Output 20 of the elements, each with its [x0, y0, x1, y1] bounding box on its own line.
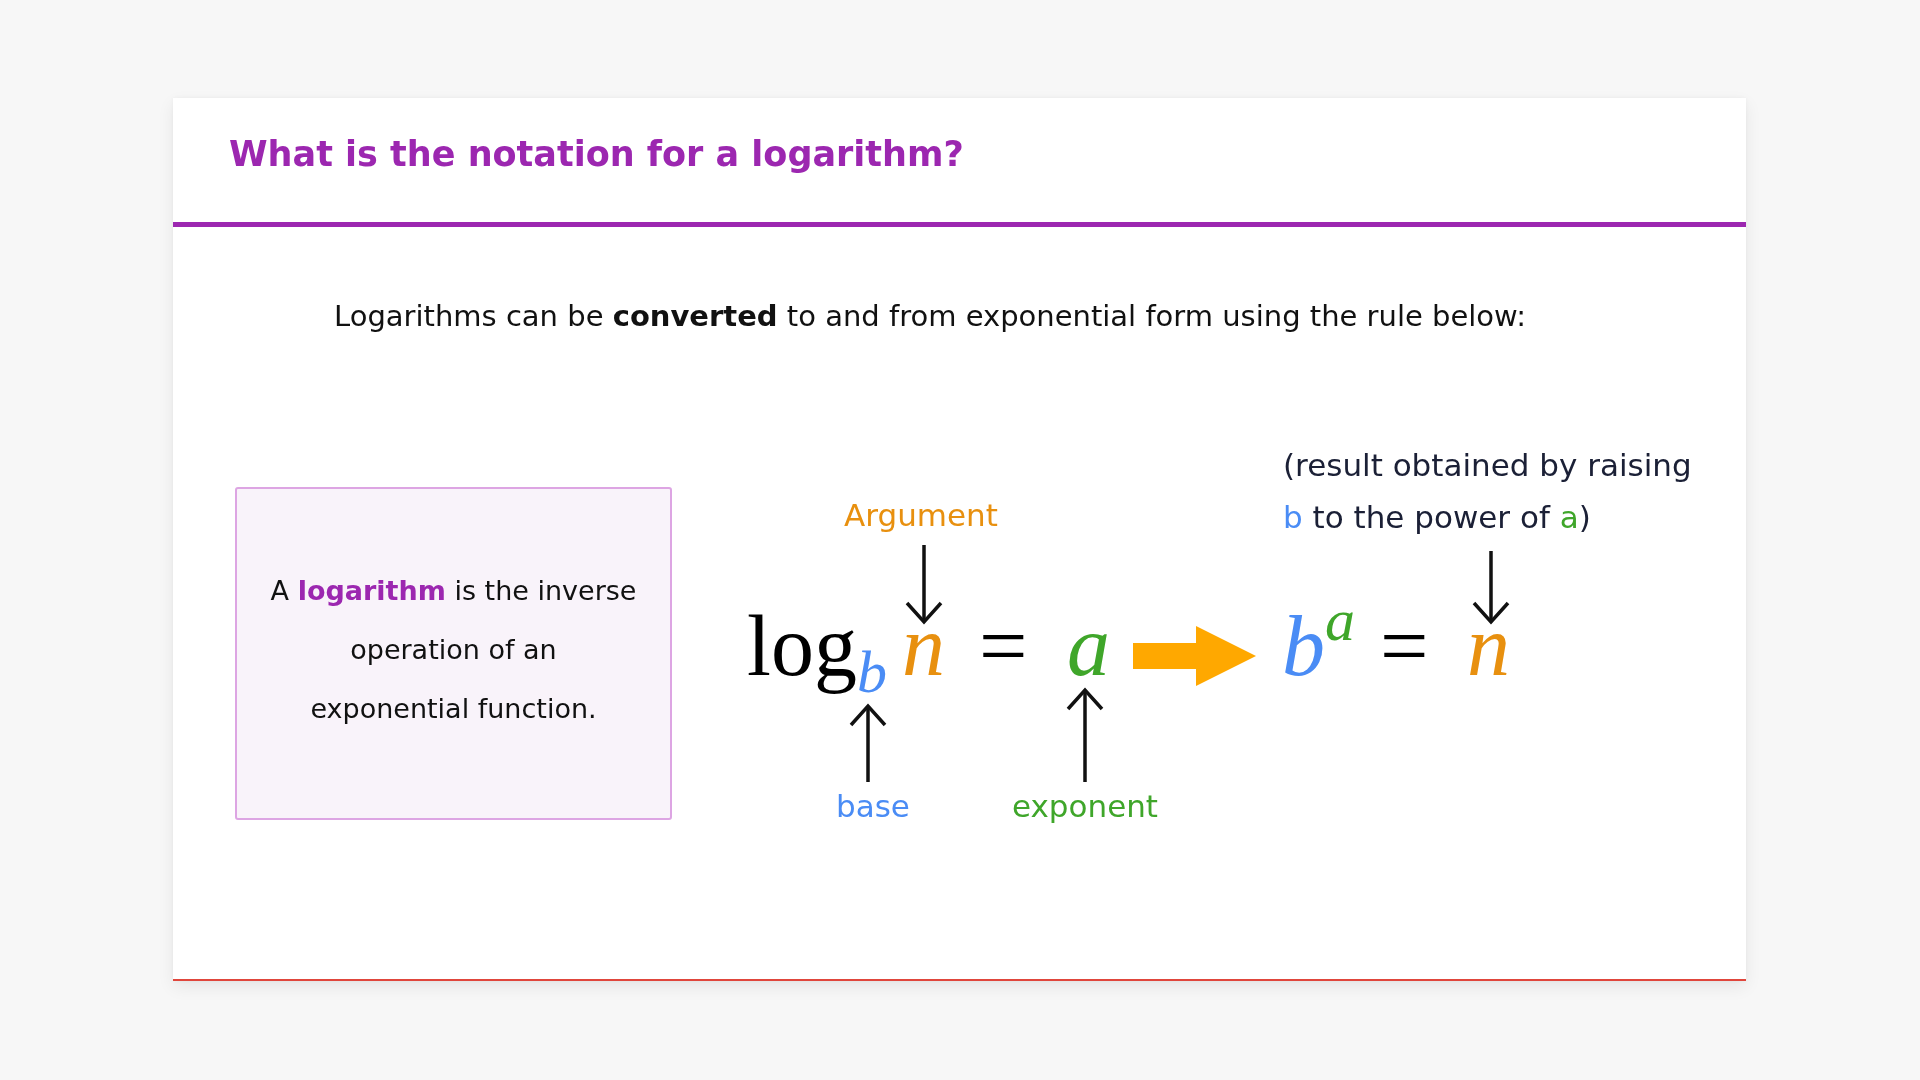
slide-title: What is the notation for a logarithm?: [229, 133, 964, 175]
log-operator: log: [747, 614, 857, 695]
equals-sign: =: [1380, 630, 1430, 674]
leader-arrow: [1472, 551, 1510, 624]
intro-sentence: Logarithms can be converted to and from exponential form using the rule below:: [334, 298, 1526, 334]
argument-label: Argument: [844, 497, 998, 533]
equals-sign: =: [979, 630, 1029, 674]
power-expression: b$^{a}$: [1282, 610, 1358, 684]
leader-arrow: [849, 704, 887, 782]
exponent-label: exponent: [1012, 788, 1158, 824]
definition-text: A logarithm is the inverse operation of an exponential function.: [269, 573, 638, 726]
result-note: (result obtained by raising b to the power of a): [1283, 439, 1708, 543]
block-arrow: [1133, 626, 1256, 686]
result-variable: n: [1467, 634, 1513, 678]
exponent-variable: a: [1067, 634, 1113, 678]
argument-variable: n: [902, 634, 948, 678]
base-label: base: [836, 788, 910, 824]
leader-arrow: [905, 545, 943, 624]
definition-box: [235, 487, 672, 820]
leader-arrow: [1066, 688, 1104, 782]
